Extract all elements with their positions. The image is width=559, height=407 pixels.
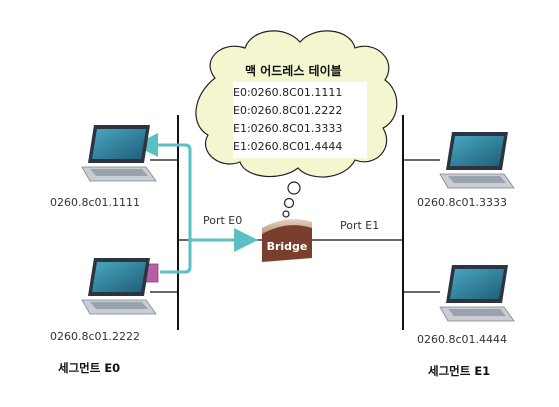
laptop-icon: [439, 265, 515, 322]
host-mac-label: 0260.8c01.3333: [417, 196, 508, 209]
mac-table-title: 맥 어드레스 테이블: [245, 64, 342, 78]
mac-table-entry: E1:0260.8C01.4444: [233, 140, 343, 153]
laptop-icon: [81, 125, 157, 182]
thought-bubble-large: [287, 181, 301, 195]
port-e0-label: Port E0: [203, 214, 243, 227]
mac-table-entry: E0:0260.8C01.2222: [233, 104, 343, 117]
host-mac-label: 0260.8c01.4444: [417, 333, 508, 346]
host-mac-label: 0260.8c01.2222: [50, 330, 141, 343]
laptop-icon: [439, 132, 515, 189]
bridge-top: [262, 219, 312, 234]
frame-path-arrows: [134, 133, 258, 274]
port-e1-label: Port E1: [340, 219, 380, 232]
host-mac-label: 0260.8c01.1111: [50, 196, 141, 209]
bridge-device: Bridge: [262, 219, 312, 262]
bridge-label: Bridge: [267, 240, 308, 253]
mac-table-entry: E1:0260.8C01.3333: [233, 122, 343, 135]
laptop-icon: [81, 258, 157, 315]
thought-bubble-medium: [283, 197, 295, 209]
mac-table-list: E0:0260.8C01.1111 E0:0260.8C01.2222 E1:0…: [233, 82, 367, 158]
arrow-to-host-1: [134, 133, 192, 274]
mac-table-entry: E0:0260.8C01.1111: [233, 86, 343, 99]
bridge-body: [262, 222, 312, 262]
segment-e0-label: 세그먼트 E0: [58, 361, 121, 375]
segment-e1-label: 세그먼트 E1: [428, 364, 491, 378]
thought-bubble-small: [282, 210, 290, 218]
